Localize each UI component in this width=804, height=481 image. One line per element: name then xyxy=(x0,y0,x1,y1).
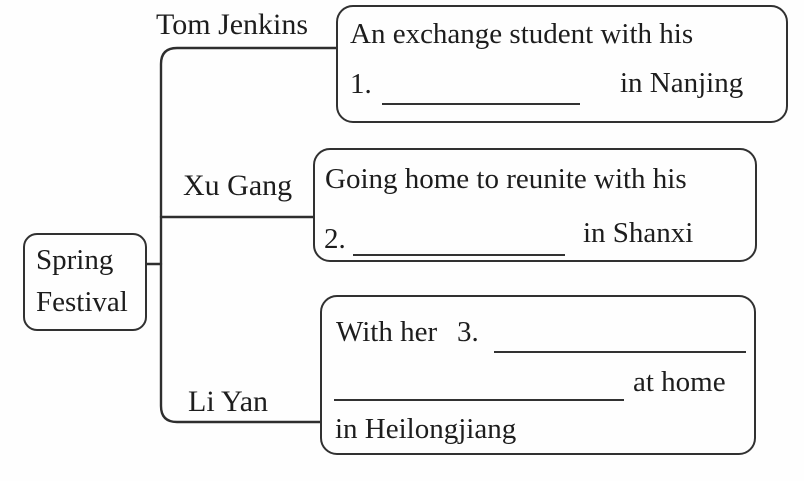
card2-text-suffix: in Shanxi xyxy=(583,217,694,249)
card3-blank-line-2 xyxy=(334,399,624,401)
card3-text-suffix: at home xyxy=(633,366,726,398)
root-label-line1: Spring xyxy=(36,244,114,276)
card1-text-suffix: in Nanjing xyxy=(620,67,744,99)
card-tom-jenkins: An exchange student with his 1. in Nanji… xyxy=(336,5,788,123)
branch-label-tom-jenkins: Tom Jenkins xyxy=(156,8,309,41)
card2-blank-number: 2. xyxy=(324,223,346,255)
card3-blank-line-1 xyxy=(494,351,746,353)
connector-trunk-top-bottom xyxy=(159,46,340,424)
root-node-spring-festival: Spring Festival xyxy=(23,233,147,331)
card1-blank-line xyxy=(382,103,580,105)
branch-label-li-yan: Li Yan xyxy=(188,385,269,418)
card3-text-prefix: With her xyxy=(336,316,438,348)
card2-blank-line xyxy=(353,254,565,256)
root-label-line2: Festival xyxy=(36,286,128,318)
card-li-yan: With her 3. at home in Heilongjiang xyxy=(320,295,756,455)
card3-text-line3: in Heilongjiang xyxy=(335,413,517,445)
card1-blank-number: 1. xyxy=(350,68,372,100)
branch-label-xu-gang: Xu Gang xyxy=(183,169,293,202)
card-xu-gang: Going home to reunite with his 2. in Sha… xyxy=(313,148,757,262)
card3-blank-number: 3. xyxy=(457,316,479,348)
card2-text-line1: Going home to reunite with his xyxy=(325,163,687,195)
card1-text-line1: An exchange student with his xyxy=(350,18,694,50)
